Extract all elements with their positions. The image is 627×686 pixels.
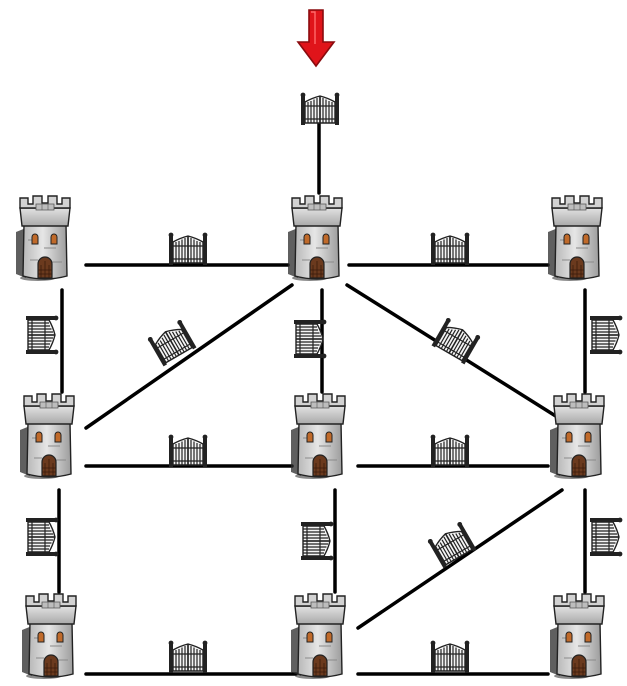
entrance-marker xyxy=(297,9,335,67)
iron-gate-icon xyxy=(430,434,470,468)
iron-gate-icon xyxy=(25,517,59,557)
iron-gate-icon xyxy=(300,521,334,561)
road-t12-t21 xyxy=(84,283,294,430)
iron-gate-icon xyxy=(300,92,340,126)
iron-gate-icon xyxy=(168,434,208,468)
castle-tower-icon xyxy=(549,393,605,480)
roads xyxy=(57,120,587,676)
castle-tower-icon xyxy=(19,393,75,480)
castle-tower-icon xyxy=(547,195,603,282)
castle-tower-icon xyxy=(290,593,346,680)
iron-gate-icon xyxy=(426,520,478,570)
iron-gate-icon xyxy=(168,232,208,266)
gates xyxy=(25,92,623,674)
iron-gate-icon xyxy=(168,640,208,674)
iron-gate-icon xyxy=(430,232,470,266)
red-arrow-down-icon xyxy=(297,9,335,67)
iron-gate-icon xyxy=(430,640,470,674)
iron-gate-icon xyxy=(25,315,59,355)
towers xyxy=(15,195,605,680)
iron-gate-icon xyxy=(589,517,623,557)
castle-tower-icon xyxy=(287,195,343,282)
castle-tower-icon xyxy=(15,195,71,282)
road-t23-t32 xyxy=(356,488,564,630)
castle-tower-icon xyxy=(549,593,605,680)
iron-gate-icon xyxy=(146,318,198,368)
castle-tower-icon xyxy=(290,393,346,480)
castle-tower-icon xyxy=(21,593,77,680)
iron-gate-icon xyxy=(589,315,623,355)
iron-gate-icon xyxy=(430,316,482,366)
